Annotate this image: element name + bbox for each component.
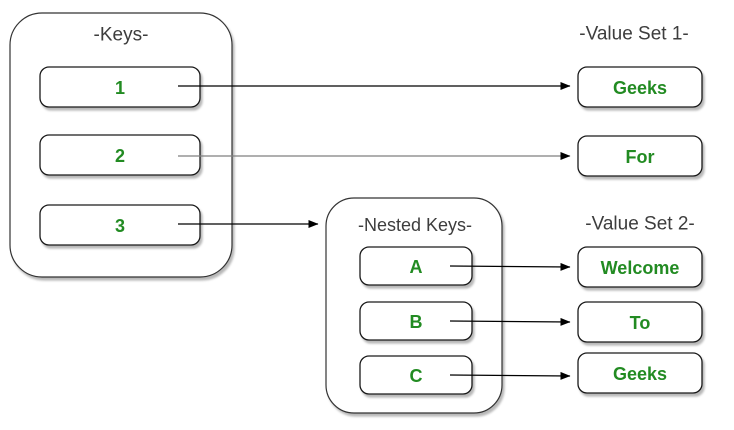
value2-box-to (577, 301, 703, 343)
arrow-c-to-geeks (449, 371, 571, 380)
nested-key-c-text: C (410, 366, 423, 386)
key-2-text: 2 (115, 146, 125, 166)
value-set-2-label: -Value Set 2- (585, 214, 694, 235)
key-3-text: 3 (115, 216, 125, 236)
key-1-text: 1 (115, 78, 125, 98)
value1-geeks-text: Geeks (613, 78, 667, 98)
value1-for-text: For (626, 147, 655, 167)
value1-box-for (577, 135, 703, 177)
value2-box-welcome (577, 246, 703, 288)
arrow-b-to-to (449, 317, 571, 326)
nested-keys-group-label: -Nested Keys- (358, 215, 472, 235)
value1-box-geeks (577, 66, 703, 108)
key-box-2 (39, 134, 201, 176)
nested-key-a-text: A (410, 257, 423, 277)
value2-welcome-text: Welcome (601, 258, 680, 278)
value-set-1-label: -Value Set 1- (579, 24, 688, 45)
value2-to-text: To (630, 313, 651, 333)
nested-key-b-text: B (410, 312, 423, 332)
arrow-a-to-welcome (449, 262, 571, 271)
key-box-1 (39, 66, 201, 108)
value2-geeks-text: Geeks (613, 364, 667, 384)
key-box-3 (39, 204, 201, 246)
keys-group-label: -Keys- (94, 25, 149, 46)
value2-box-geeks (577, 352, 703, 394)
